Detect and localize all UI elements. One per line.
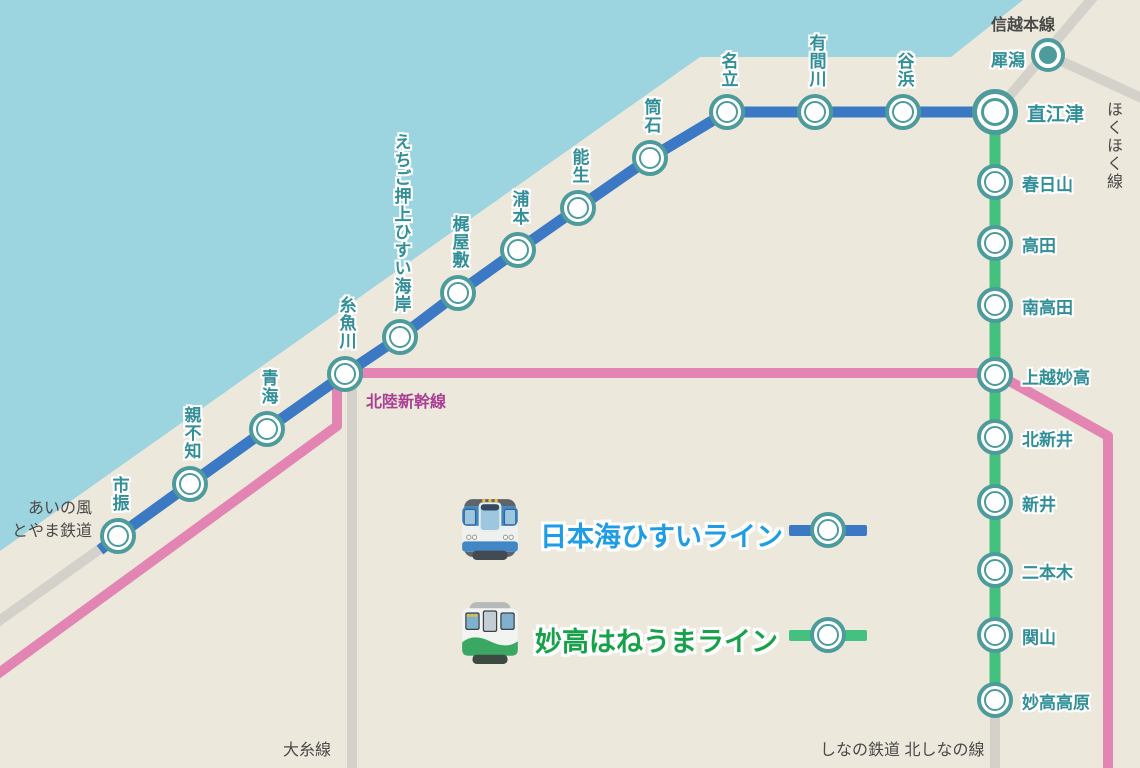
station-marker[interactable] xyxy=(972,89,1018,135)
station-label: 上越妙高 xyxy=(1022,368,1090,388)
shinetsu-line-label: 信越本線 xyxy=(991,17,1056,34)
haneuma-line-logo: 妙高はねうまライン xyxy=(535,627,778,657)
hisui-legend-station-marker xyxy=(810,512,846,548)
saigata-station-marker[interactable] xyxy=(1031,38,1065,72)
station-marker[interactable] xyxy=(977,419,1013,455)
station-label: 南高田 xyxy=(1022,298,1073,318)
hokuriku-shinkansen-path xyxy=(0,368,1113,768)
station-label: 筒石 xyxy=(641,98,661,134)
kitashinano-line-label: しなの鉄道 北しなの線 xyxy=(820,742,985,759)
station-label: 親不知 xyxy=(181,406,201,460)
station-label: 名立 xyxy=(718,52,738,88)
station-marker[interactable] xyxy=(977,357,1013,393)
hokuhoku-line-label: ほくほく線 xyxy=(1104,101,1121,191)
station-marker[interactable] xyxy=(977,287,1013,323)
saigata-station-label: 犀潟 xyxy=(991,51,1025,70)
station-marker[interactable] xyxy=(327,356,363,392)
station-marker[interactable] xyxy=(977,225,1013,261)
hisui-train-icon xyxy=(462,498,518,560)
station-marker[interactable] xyxy=(440,275,476,311)
station-label: 高田 xyxy=(1022,236,1056,256)
ainokaze-railway-label: あいの風とやま鉄道 xyxy=(8,497,92,543)
station-marker[interactable] xyxy=(797,94,833,130)
station-marker[interactable] xyxy=(977,617,1013,653)
station-label: 能生 xyxy=(569,148,589,184)
station-label: 関山 xyxy=(1022,628,1056,648)
station-label: 糸魚川 xyxy=(336,296,356,350)
oito-line-label: 大糸線 xyxy=(283,742,332,759)
haneuma-train-icon xyxy=(462,602,518,664)
station-marker[interactable] xyxy=(382,319,418,355)
station-marker[interactable] xyxy=(560,190,596,226)
station-label: 春日山 xyxy=(1022,175,1073,195)
hokuriku-shinkansen-label: 北陸新幹線 xyxy=(366,394,447,411)
station-label: えちご押上ひすい海岸 xyxy=(391,133,411,313)
hokuhoku-line-path xyxy=(1045,50,1140,103)
station-label: 妙高高原 xyxy=(1022,693,1090,713)
station-marker[interactable] xyxy=(100,518,136,554)
station-marker[interactable] xyxy=(977,484,1013,520)
station-marker[interactable] xyxy=(977,682,1013,718)
sea xyxy=(0,0,1023,551)
station-marker[interactable] xyxy=(500,232,536,268)
station-label: 市振 xyxy=(109,476,129,512)
station-marker[interactable] xyxy=(172,466,208,502)
station-marker[interactable] xyxy=(709,94,745,130)
station-label: 直江津 xyxy=(1027,104,1085,126)
station-marker[interactable] xyxy=(249,411,285,447)
station-label: 二本木 xyxy=(1022,563,1073,583)
station-label: 新井 xyxy=(1022,495,1056,515)
station-label: 有間川 xyxy=(806,34,826,88)
station-marker[interactable] xyxy=(977,164,1013,200)
ainokaze-label-line2: とやま鉄道 xyxy=(11,523,92,541)
station-label: 浦本 xyxy=(509,190,529,226)
station-label: 谷浜 xyxy=(894,52,914,88)
station-label: 青海 xyxy=(258,369,278,405)
station-label: 北新井 xyxy=(1022,430,1073,450)
ainokaze-label-line1: あいの風 xyxy=(27,500,92,517)
haneuma-legend-station-marker xyxy=(810,617,846,653)
station-marker[interactable] xyxy=(885,94,921,130)
ainokaze-line-path xyxy=(0,531,121,627)
station-label: 梶屋敷 xyxy=(449,215,469,269)
station-marker[interactable] xyxy=(632,140,668,176)
station-marker[interactable] xyxy=(977,552,1013,588)
hisui-line-logo: 日本海ひすいライン xyxy=(540,522,783,552)
